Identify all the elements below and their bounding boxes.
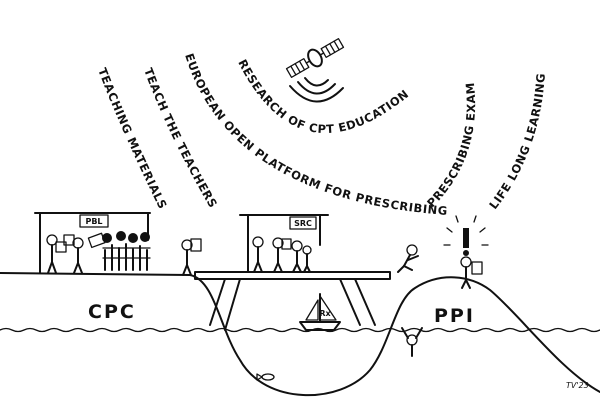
src-sign: SRC — [294, 219, 312, 228]
water-line — [0, 327, 600, 333]
people-group-left — [46, 232, 106, 274]
people-crowd — [102, 231, 151, 271]
ground-line — [0, 272, 600, 396]
people-group-src — [252, 236, 312, 273]
pbl-sign: PBL — [85, 217, 102, 226]
region-label-ppi: PPI — [434, 305, 475, 327]
exclamation-icon — [443, 215, 489, 256]
pbl-shelter — [34, 212, 151, 274]
person-jumping — [397, 244, 419, 273]
bridge — [194, 271, 391, 331]
arc-label-life-long-learning: LIFE LONG LEARNING — [486, 72, 548, 211]
fish-icon — [256, 373, 275, 381]
boat-label: Rx — [319, 309, 331, 318]
arc-label-research-cpt: RESEARCH OF CPT EDUCATION — [235, 57, 411, 136]
person-on-hill — [460, 256, 483, 289]
satellite-icon — [285, 38, 345, 103]
sailboat-icon — [299, 293, 341, 331]
person-in-water — [401, 327, 423, 357]
person-walking — [181, 238, 202, 276]
src-shelter — [239, 214, 329, 273]
arc-label-prescribing-exam: PRESCRIBING EXAM — [424, 82, 478, 210]
artist-signature: TV'23 — [566, 381, 589, 390]
region-label-cpc: CPC — [88, 301, 136, 323]
